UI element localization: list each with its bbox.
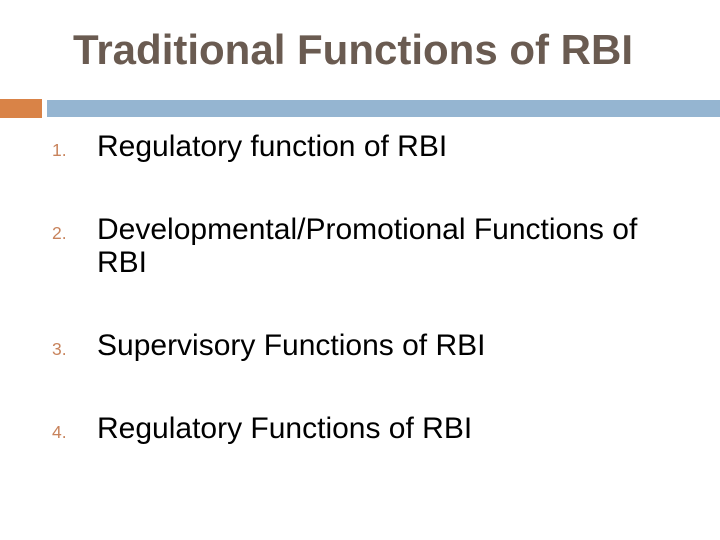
list-item-number: 2. bbox=[52, 223, 67, 243]
list-item-number: 3. bbox=[52, 339, 67, 359]
list-item: 3. Supervisory Functions of RBI bbox=[52, 329, 677, 362]
list-item-number: 1. bbox=[52, 140, 67, 160]
list-item-text: Regulatory function of RBI bbox=[97, 130, 448, 163]
list-item: 1. Regulatory function of RBI bbox=[52, 130, 677, 163]
list-item: 2. Developmental/Promotional Functions o… bbox=[52, 213, 677, 279]
list-item: 4. Regulatory Functions of RBI bbox=[52, 412, 677, 445]
slide-title: Traditional Functions of RBI bbox=[73, 26, 633, 73]
list-item-number: 4. bbox=[52, 422, 67, 442]
list-item-text: Regulatory Functions of RBI bbox=[97, 412, 473, 445]
numbered-list: 1. Regulatory function of RBI 2. Develop… bbox=[52, 130, 677, 495]
accent-bar-orange-block bbox=[0, 99, 42, 118]
accent-bar-blue-strip bbox=[47, 100, 720, 117]
title-accent-bar bbox=[0, 99, 720, 118]
list-item-text: Supervisory Functions of RBI bbox=[97, 329, 486, 362]
list-item-text: Developmental/Promotional Functions of R… bbox=[97, 213, 638, 279]
